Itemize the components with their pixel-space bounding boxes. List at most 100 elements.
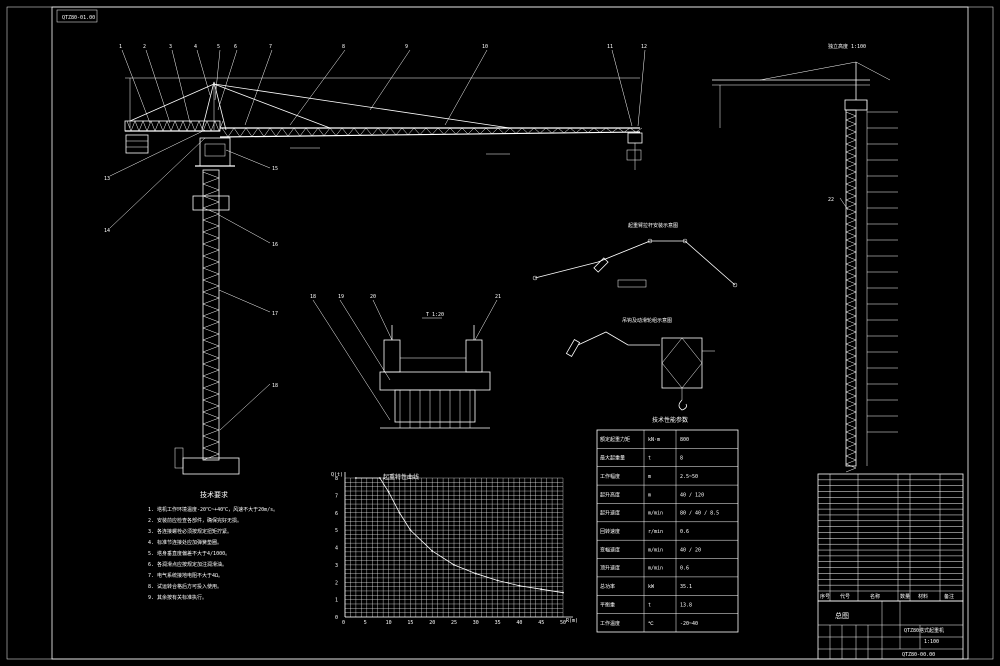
load-curve-point: [562, 591, 564, 594]
svg-text:1:100: 1:100: [924, 639, 939, 645]
param-value: 40 / 20: [680, 547, 701, 553]
x-tick-label: 45: [538, 620, 544, 626]
y-tick-label: 0: [335, 615, 338, 621]
bom-header-cell: 备注: [944, 593, 954, 600]
requirement-line: 7. 电气系统接地电阻不大于4Ω。: [148, 572, 223, 579]
crane-main-view: [124, 77, 643, 475]
svg-text:独立高度 1:100: 独立高度 1:100: [828, 43, 866, 50]
svg-text:7: 7: [269, 44, 272, 50]
x-tick-label: 20: [429, 620, 435, 626]
svg-text:T 1:20: T 1:20: [426, 312, 444, 318]
param-unit: kN·m: [648, 437, 660, 443]
requirement-line: 2. 安装前应检查各部件，确保完好无损。: [148, 517, 242, 524]
svg-text:10: 10: [482, 44, 488, 50]
drawing-no-box: [56, 9, 98, 23]
requirement-line: 5. 塔身垂直度偏差不大于4/1000。: [148, 550, 230, 557]
param-name: 工作温度: [600, 620, 620, 627]
svg-text:1: 1: [119, 44, 122, 50]
param-value: 35.1: [680, 584, 692, 590]
bom-table: 序号代号名称数量材料备注: [817, 473, 964, 602]
callout-leaders: [109, 49, 646, 431]
param-unit: ℃: [648, 621, 654, 627]
chart-title: 起重特性曲线: [383, 473, 419, 481]
param-unit: m: [648, 492, 651, 498]
svg-text:起重臂拉杆安装示意图: 起重臂拉杆安装示意图: [628, 222, 678, 229]
svg-text:14: 14: [104, 228, 110, 234]
param-value: 13.8: [680, 602, 692, 608]
chart-ylabel: Q(t): [331, 472, 343, 478]
tech-requirements: 技术要求 1. 塔机工作环境温度-20℃~+40℃，风速不大于20m/s。 2. …: [148, 490, 278, 601]
svg-text:18: 18: [310, 294, 316, 300]
param-value: 0.6: [680, 566, 689, 572]
bom-header-cell: 序号: [820, 593, 830, 600]
param-name: 工作幅度: [600, 473, 620, 480]
x-tick-label: 30: [473, 620, 479, 626]
section-view: T 1:20 18 19 20 21: [310, 294, 501, 429]
load-curve-point: [398, 511, 401, 514]
load-curve-point: [453, 563, 455, 566]
param-value: 2.5~50: [680, 474, 698, 480]
y-tick-label: 3: [335, 563, 338, 569]
x-tick-label: 15: [407, 620, 413, 626]
svg-text:5: 5: [217, 44, 220, 50]
svg-text:15: 15: [272, 166, 278, 172]
param-name: 回转速度: [600, 528, 620, 535]
load-curve-point: [518, 584, 521, 587]
x-tick-label: 5: [364, 620, 367, 626]
y-tick-label: 1: [335, 598, 338, 604]
requirement-line: 6. 各润滑点应按规定加注润滑油。: [148, 561, 227, 568]
load-curve-point: [431, 550, 434, 552]
title-block: 总图 QTZ80塔式起重机 1:100 QTZ80-00.00: [817, 600, 964, 660]
load-curve-point: [387, 491, 390, 493]
load-curve-point: [409, 529, 412, 532]
bom-header-cell: 代号: [840, 593, 850, 600]
requirement-line: 8. 试运转合格后方可投入使用。: [148, 583, 222, 590]
requirement-line: 9. 其余按有关标准执行。: [148, 594, 207, 601]
load-curve-point: [355, 477, 357, 479]
bom-header-cell: 材料: [918, 593, 928, 600]
svg-text:QTZ80塔式起重机: QTZ80塔式起重机: [904, 627, 944, 634]
svg-text:吊钩及动滑轮组示意图: 吊钩及动滑轮组示意图: [622, 317, 672, 324]
y-tick-label: 8: [335, 476, 338, 482]
svg-text:6: 6: [234, 44, 237, 50]
requirement-line: 1. 塔机工作环境温度-20℃~+40℃，风速不大于20m/s。: [148, 506, 278, 513]
load-curve-point: [474, 572, 477, 575]
svg-text:21: 21: [495, 294, 501, 300]
param-name: 最大起重量: [600, 455, 625, 462]
right-elevation: 独立高度 1:100 22: [712, 43, 898, 473]
load-curve-series: [355, 477, 564, 594]
param-name: 额定起重力矩: [600, 436, 630, 443]
inner-border: [51, 6, 969, 660]
param-value: -20~40: [680, 621, 698, 627]
callout-numbers: 1 2 3 4 5 6 7 8 9 10 11 12 13 14 15 16 1…: [104, 44, 647, 389]
param-name: 变幅速度: [600, 546, 620, 553]
svg-text:技术要求: 技术要求: [200, 490, 228, 499]
param-unit: m/min: [648, 511, 663, 517]
svg-text:8: 8: [342, 44, 345, 50]
param-unit: t: [648, 456, 651, 462]
requirement-line: 3. 各连接螺栓必须按规定扭矩拧紧。: [148, 528, 232, 535]
svg-text:22: 22: [828, 197, 834, 203]
param-name: 顶升速度: [600, 565, 620, 572]
y-tick-label: 6: [335, 511, 338, 517]
y-tick-label: 5: [335, 528, 338, 534]
drawing-no-top: QTZ80-01.00: [62, 15, 95, 21]
svg-text:4: 4: [194, 44, 197, 50]
svg-text:12: 12: [641, 44, 647, 50]
svg-text:技术性能参数: 技术性能参数: [652, 416, 688, 424]
svg-text:19: 19: [338, 294, 344, 300]
svg-text:QTZ80-00.00: QTZ80-00.00: [902, 652, 935, 658]
param-unit: t: [648, 602, 651, 608]
param-value: 80 / 40 / 8.5: [680, 511, 719, 517]
x-tick-label: 40: [516, 620, 522, 626]
detail-view-2: 吊钩及动滑轮组示意图: [565, 317, 715, 411]
x-tick-label: 10: [386, 620, 392, 626]
svg-text:17: 17: [272, 311, 278, 317]
svg-text:11: 11: [607, 44, 613, 50]
y-tick-label: 2: [335, 580, 338, 586]
load-curve-point: [378, 477, 381, 479]
param-unit: m/min: [648, 566, 663, 572]
param-value: 0.6: [680, 529, 689, 535]
